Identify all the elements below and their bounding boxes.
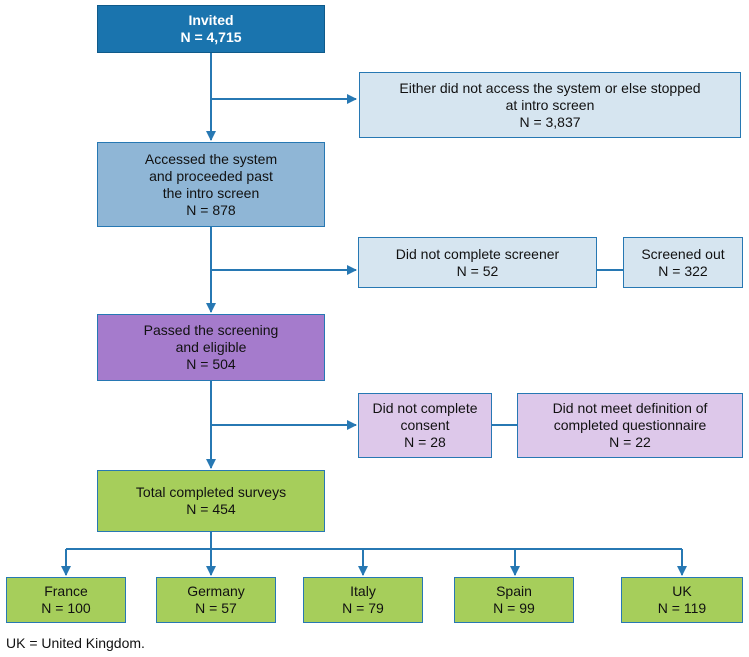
country-box-uk: UK N = 119 [621,577,743,623]
not-accessed-box: Either did not access the system or else… [359,72,741,138]
total-completed-box: Total completed surveys N = 454 [97,470,325,532]
not-accessed-line2: at intro screen [505,96,595,113]
country-box-france: France N = 100 [6,577,126,623]
not-complete-screener-count: N = 52 [456,262,499,279]
invited-box: Invited N = 4,715 [97,5,325,53]
country-box-italy: Italy N = 79 [303,577,423,623]
accessed-box: Accessed the system and proceeded past t… [97,142,325,227]
not-meet-definition-count: N = 22 [609,434,651,450]
invited-count: N = 4,715 [180,29,242,45]
country-count: N = 100 [41,600,91,616]
not-meet-definition-line1: Did not meet definition of [552,400,708,416]
country-count: N = 119 [657,600,707,616]
country-name: UK [672,583,692,599]
not-complete-consent-line1: Did not complete [372,400,478,416]
footnote: UK = United Kingdom. [6,635,145,651]
passed-line1: Passed the screening [143,322,279,338]
passed-line2: and eligible [175,339,247,355]
total-completed-title: Total completed surveys [135,484,287,500]
country-name: Italy [350,583,376,599]
not-complete-consent-line2: consent [400,417,450,433]
country-box-spain: Spain N = 99 [454,577,574,623]
not-complete-screener-box: Did not complete screener N = 52 [358,237,597,288]
passed-count: N = 504 [186,356,236,372]
not-complete-consent-box: Did not complete consent N = 28 [358,393,492,458]
not-accessed-line1: Either did not access the system or else… [399,79,701,96]
country-name: Germany [187,583,245,599]
country-name: Spain [496,583,532,599]
invited-title: Invited [188,12,234,28]
screened-out-box: Screened out N = 322 [623,237,743,288]
country-box-germany: Germany N = 57 [156,577,276,623]
accessed-line2: and proceeded past [149,167,273,184]
country-count: N = 79 [342,600,384,616]
not-accessed-count: N = 3,837 [519,113,581,130]
accessed-line1: Accessed the system [144,150,278,167]
country-name: France [44,583,88,599]
accessed-count: N = 878 [186,201,236,218]
not-complete-consent-count: N = 28 [404,434,446,450]
passed-box: Passed the screening and eligible N = 50… [97,314,325,381]
not-meet-definition-line2: completed questionnaire [553,417,707,433]
not-complete-screener-title: Did not complete screener [395,245,560,262]
screened-out-title: Screened out [641,245,725,262]
accessed-line3: the intro screen [162,184,260,201]
screened-out-count: N = 322 [658,262,708,279]
country-count: N = 57 [195,600,237,616]
country-count: N = 99 [493,600,535,616]
total-completed-count: N = 454 [186,501,236,517]
not-meet-definition-box: Did not meet definition of completed que… [517,393,743,458]
